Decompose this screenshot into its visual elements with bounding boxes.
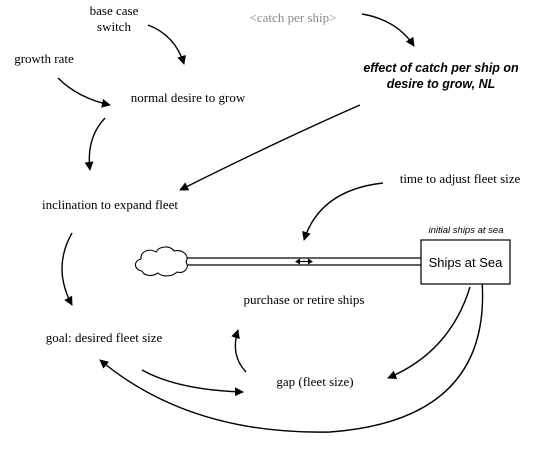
base-case-switch-label-line2: switch (97, 19, 131, 34)
flow-label: purchase or retire ships (244, 292, 365, 307)
link-goal-to-gap (141, 369, 244, 397)
inclination-label: inclination to expand fleet (42, 197, 178, 212)
link-normal-desire-to-inclination (84, 117, 106, 171)
link-stock-to-goal (99, 279, 484, 433)
goal-label: goal: desired fleet size (46, 330, 163, 345)
growth-rate-label: growth rate (14, 51, 74, 66)
link-base-case-to-normal-desire (147, 24, 186, 65)
link-gap-to-flow (231, 329, 247, 373)
cloud-source-icon (134, 246, 188, 277)
stock-box (420, 239, 511, 285)
link-time-to-adjust-to-flow (302, 182, 384, 241)
gap-label: gap (fleet size) (276, 374, 353, 389)
catch-per-ship-label: <catch per ship> (250, 10, 337, 25)
link-catch-to-effect (361, 13, 415, 47)
initial-ships-label: initial ships at sea (429, 225, 504, 236)
link-growth-rate-to-normal-desire (57, 77, 111, 108)
flow-pipe (186, 257, 421, 266)
link-stock-to-gap (387, 286, 471, 380)
stock-label: Ships at Sea (429, 255, 503, 270)
link-effect-to-inclination (179, 104, 361, 191)
valve-icon (295, 258, 313, 265)
normal-desire-label: normal desire to grow (131, 90, 246, 105)
effect-label-line1: effect of catch per ship on (363, 61, 519, 75)
effect-label-line2: desire to grow, NL (387, 77, 496, 91)
time-to-adjust-label: time to adjust fleet size (400, 171, 521, 186)
base-case-switch-label-line1: base case (90, 3, 139, 18)
link-inclination-to-goal (61, 232, 73, 306)
